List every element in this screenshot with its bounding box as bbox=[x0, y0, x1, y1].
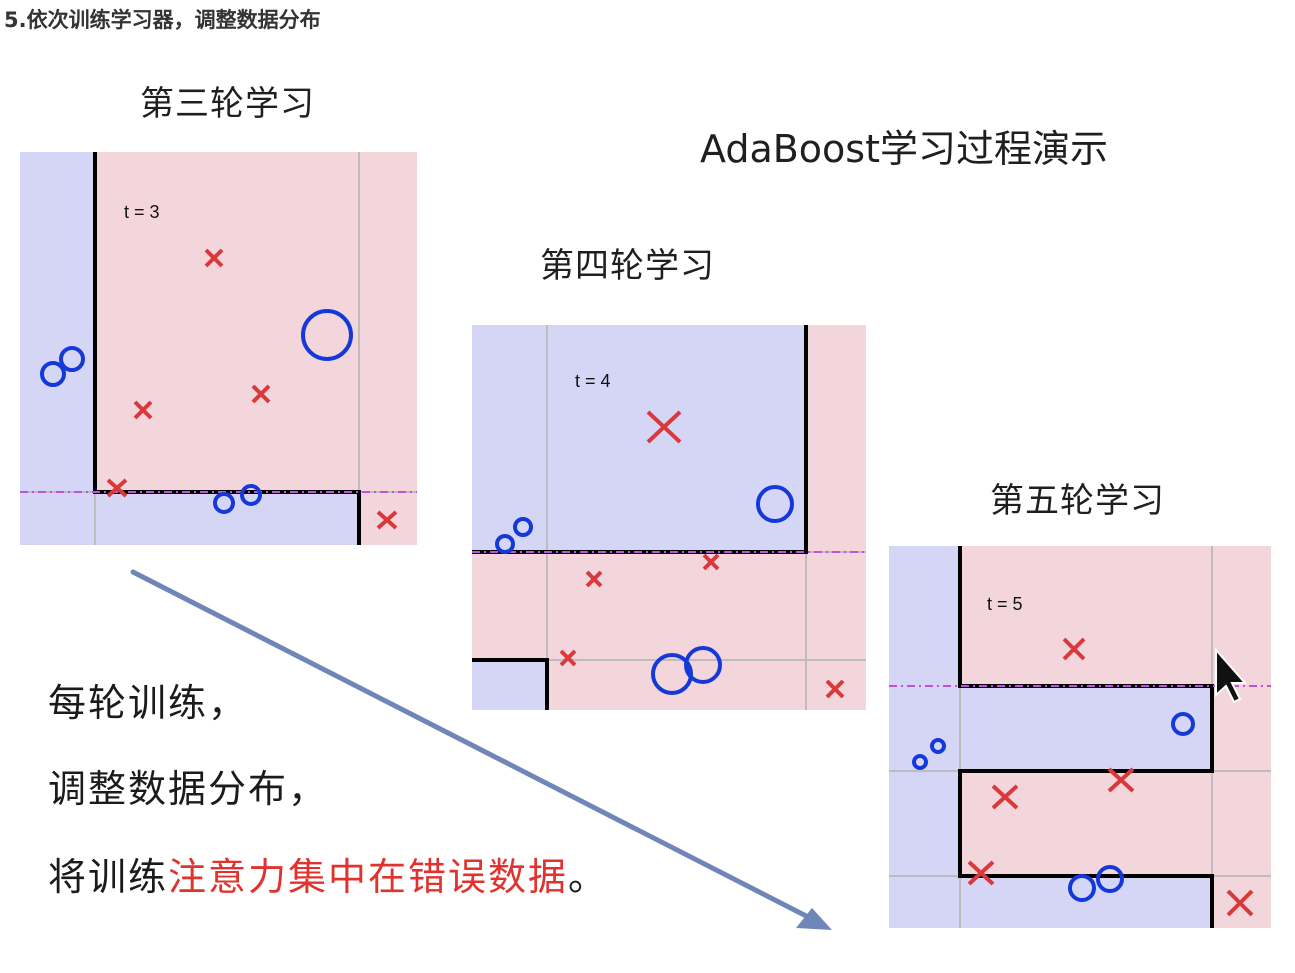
round-3-title: 第三轮学习 bbox=[140, 84, 315, 124]
blue-region bbox=[95, 492, 359, 545]
blue-region bbox=[472, 325, 806, 552]
t-label: t = 4 bbox=[575, 371, 611, 391]
main-title: AdaBoost学习过程演示 bbox=[700, 127, 1108, 171]
caption-end-text: 。 bbox=[568, 855, 609, 899]
circle-marks bbox=[912, 712, 1195, 902]
caption-line-3: 将训练注意力集中在错误数据。 bbox=[48, 846, 608, 901]
caption-line-2: 调整数据分布， bbox=[48, 767, 329, 811]
error-cross-marks bbox=[106, 248, 398, 530]
caption-highlight-text: 注意力集中在错误数据 bbox=[168, 855, 569, 899]
slide-header: 5.依次训练学习器，调整数据分布 bbox=[4, 8, 321, 32]
decision-boundary bbox=[93, 152, 361, 545]
mouse-cursor-icon bbox=[1215, 647, 1248, 704]
round-3-plot: t = 3 bbox=[20, 152, 417, 545]
round-4-plot: t = 4 bbox=[472, 325, 866, 710]
blue-region bbox=[20, 152, 95, 545]
t-label: t = 3 bbox=[124, 202, 160, 222]
t-label: t = 5 bbox=[987, 594, 1023, 614]
pink-region bbox=[960, 771, 1212, 876]
blue-region bbox=[472, 660, 547, 710]
caption-plain-text: 将训练 bbox=[48, 855, 169, 899]
error-cross-marks bbox=[967, 637, 1254, 917]
round-5-plot: t = 5 bbox=[889, 546, 1271, 928]
round-4-title: 第四轮学习 bbox=[540, 246, 715, 286]
pink-region bbox=[1212, 546, 1271, 928]
round-5-title: 第五轮学习 bbox=[990, 481, 1165, 521]
circle-marks bbox=[40, 309, 353, 514]
caption-line-1: 每轮训练， bbox=[48, 681, 249, 725]
